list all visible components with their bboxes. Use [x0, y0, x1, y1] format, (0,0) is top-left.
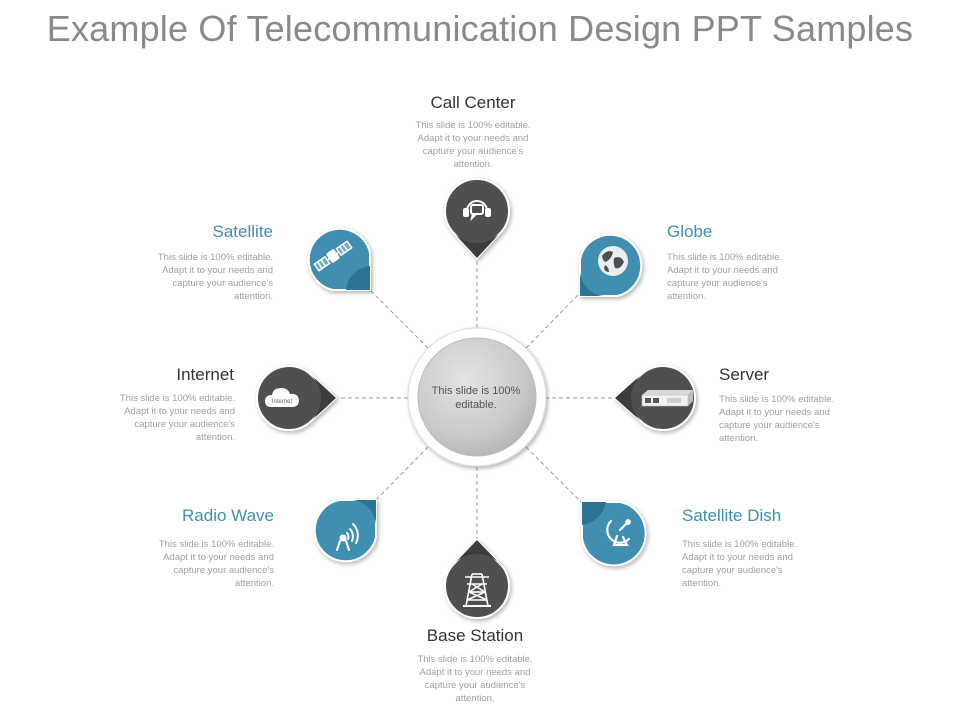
node-call-center — [444, 178, 510, 260]
desc-server: This slide is 100% editable. Adapt it to… — [719, 394, 835, 444]
connector-globe — [525, 292, 581, 349]
globe-icon — [598, 246, 628, 276]
label-server: Server — [719, 365, 770, 384]
cloud-icon-text: Internet — [272, 399, 293, 405]
connector-satellite — [369, 289, 429, 349]
desc-base-station: This slide is 100% editable. Adapt it to… — [417, 654, 533, 704]
cloud-icon: Internet — [265, 388, 299, 407]
connector-radio-wave — [375, 446, 429, 501]
node-satellite-dish — [581, 501, 647, 567]
satellite-dish-icon — [606, 519, 631, 547]
connector-satellite-dish — [525, 446, 583, 504]
label-globe: Globe — [667, 222, 713, 241]
desc-radio-wave: This slide is 100% editable. Adapt it to… — [158, 539, 274, 589]
node-radio-wave — [313, 499, 377, 563]
central-hub — [407, 327, 547, 467]
desc-satellite-dish: This slide is 100% editable. Adapt it to… — [682, 539, 798, 589]
slide-title: Example Of Telecommunication Design PPT … — [46, 8, 914, 49]
desc-satellite: This slide is 100% editable. Adapt it to… — [157, 252, 273, 302]
radio-wave-icon — [336, 523, 359, 551]
label-satellite-dish: Satellite Dish — [682, 506, 782, 525]
label-radio-wave: Radio Wave — [182, 506, 274, 525]
desc-internet: This slide is 100% editable. Adapt it to… — [119, 393, 235, 443]
label-internet: Internet — [176, 365, 234, 384]
headset-icon — [463, 200, 491, 222]
satellite-icon — [313, 240, 353, 272]
hub-text: This slide is 100% editable. — [431, 385, 521, 411]
desc-globe: This slide is 100% editable. Adapt it to… — [667, 252, 783, 302]
label-base-station: Base Station — [426, 626, 524, 645]
node-satellite — [307, 227, 371, 291]
transmission-tower-icon — [463, 573, 491, 607]
label-satellite: Satellite — [212, 222, 273, 241]
server-icon — [641, 390, 693, 407]
desc-call-center: This slide is 100% editable. Adapt it to… — [415, 120, 531, 170]
node-base-station — [444, 538, 510, 619]
label-call-center: Call Center — [430, 93, 516, 112]
